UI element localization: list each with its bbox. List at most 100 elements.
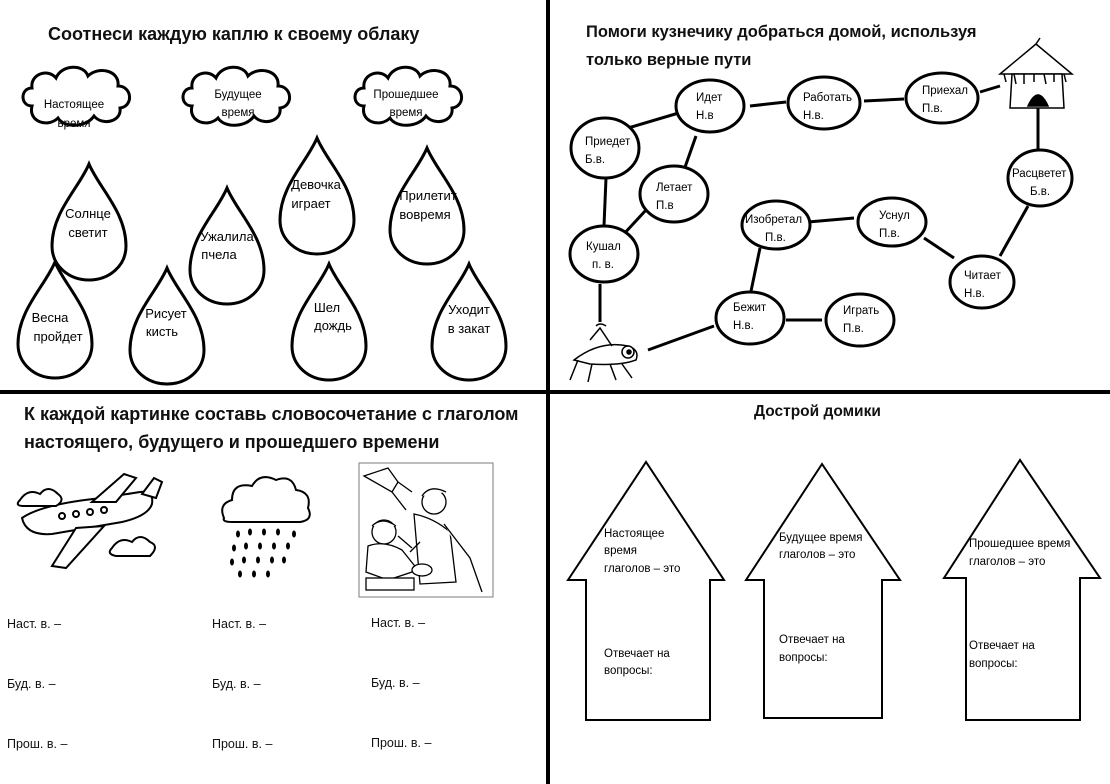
rain-cloud-picture <box>221 476 311 578</box>
node-label: П.в <box>656 200 674 212</box>
house-present[interactable] <box>566 460 726 721</box>
node-label: Б.в. <box>1030 186 1050 198</box>
node-label: Кушал <box>586 241 621 253</box>
drop-label: Уходит <box>448 302 490 317</box>
raindrops <box>230 528 296 578</box>
node-label: Б.в. <box>585 154 605 166</box>
title-line: Помоги кузнечику добраться домой, исполь… <box>586 23 977 41</box>
drop[interactable]: Солнце светит <box>50 162 128 282</box>
horizontal-divider <box>0 390 1110 394</box>
present-answer-label: Наст. в. – <box>212 617 267 631</box>
drop-label: играет <box>291 196 330 211</box>
path-node[interactable]: Играть П.в. <box>824 292 896 348</box>
houses-area: Настоящее время глаголов – это Отвечает … <box>566 458 1102 721</box>
node-label: п. в. <box>592 259 614 271</box>
path-node[interactable]: Кушал п. в. <box>568 224 640 284</box>
drop-label: Весна <box>32 310 70 325</box>
house-text: Будущее время <box>779 532 862 544</box>
drop-label: Шел <box>314 300 340 315</box>
node-label: Играть <box>843 305 879 317</box>
drop-label: Девочка <box>291 177 341 192</box>
section-title-clouds: Соотнеси каждую каплю к своему облаку <box>48 24 420 44</box>
node-label: Н.в. <box>964 288 985 300</box>
path-node[interactable]: Работать Н.в. <box>786 75 862 131</box>
cloud-present[interactable]: Настоящее время <box>21 65 132 130</box>
path-node[interactable]: Бежит Н.в. <box>714 290 786 346</box>
node-label: Н.в. <box>803 110 824 122</box>
house-past[interactable] <box>942 458 1102 721</box>
title-line: настоящего, будущего и прошедшего времен… <box>24 432 440 452</box>
title-line: К каждой картинке составь словосочетание… <box>24 404 519 424</box>
node-label: П.в. <box>879 228 900 240</box>
house-text: Отвечает на <box>969 640 1035 652</box>
drop-label: кисть <box>146 324 178 339</box>
path-node[interactable]: Изобретал П.в. <box>740 199 812 251</box>
node-label: П.в. <box>843 323 864 335</box>
path-node[interactable]: Идет Н.в <box>674 78 746 134</box>
drop[interactable]: Девочка играет <box>278 136 356 256</box>
house-text: вопросы: <box>604 665 653 677</box>
node-label: Идет <box>696 92 723 104</box>
cloud-label: время <box>389 107 422 119</box>
node-label: Бежит <box>733 302 767 314</box>
path-node[interactable]: Уснул П.в. <box>856 196 928 248</box>
node-label: Расцветет <box>1012 168 1067 180</box>
drop[interactable]: Рисует кисть <box>128 266 206 386</box>
node-label: Летает <box>656 182 693 194</box>
house-text: Прошедшее время <box>969 538 1070 550</box>
cloud-label: время <box>221 107 254 119</box>
house-text: время <box>604 545 637 557</box>
drop[interactable]: Шел дождь <box>290 262 368 382</box>
house-text: вопросы: <box>779 652 828 664</box>
past-answer-label: Прош. в. – <box>371 736 432 750</box>
drop[interactable]: Ужалила пчела <box>188 186 266 306</box>
drop-label: светит <box>68 225 107 240</box>
cloud-label: Прошедшее <box>373 89 438 101</box>
house-text: глаголов – это <box>969 556 1045 568</box>
drop[interactable]: Прилетит вовремя <box>388 146 466 266</box>
drop-label: пчела <box>201 247 237 262</box>
path-node[interactable]: Приехал П.в. <box>904 71 980 125</box>
house-text: глаголов – это <box>604 563 680 575</box>
section-title-houses: Дострой домики <box>754 403 881 420</box>
drop-label: Рисует <box>145 306 187 321</box>
house-text: Настоящее <box>604 528 664 540</box>
future-answer-label: Буд. в. – <box>7 677 56 691</box>
dentist-picture <box>358 462 494 598</box>
drop-label: вовремя <box>399 207 450 222</box>
node-label: П.в. <box>765 232 786 244</box>
path-node[interactable]: Приедет Б.в. <box>569 116 641 180</box>
present-answer-label: Наст. в. – <box>7 617 62 631</box>
path-node[interactable]: Летает П.в <box>638 164 710 224</box>
drop-label: Прилетит <box>399 188 456 203</box>
node-label: Приедет <box>585 136 631 148</box>
path-node[interactable]: Расцветет Б.в. <box>1006 148 1074 208</box>
future-answer-label: Буд. в. – <box>212 677 261 691</box>
node-label: Приехал <box>922 85 968 97</box>
node-label: Читает <box>964 270 1002 282</box>
path-node[interactable]: Читает Н.в. <box>948 254 1016 310</box>
cloud-future[interactable]: Будущее время <box>181 65 292 127</box>
cloud-label: Будущее <box>214 89 261 101</box>
drop[interactable]: Весна пройдет <box>16 260 94 380</box>
grasshopper-icon <box>569 323 638 383</box>
drop-label: Солнце <box>65 206 111 221</box>
node-label: П.в. <box>922 103 943 115</box>
drop[interactable]: Уходит в закат <box>430 262 508 382</box>
drop-label: пройдет <box>33 329 82 344</box>
cloud-label: время <box>57 118 90 130</box>
house-future[interactable] <box>744 462 902 719</box>
house-text: Отвечает на <box>779 634 845 646</box>
node-label: Работать <box>803 92 852 104</box>
clouds-drops-area: Настоящее время Будущее время Прошедшее … <box>16 65 508 386</box>
drop-label: в закат <box>448 321 491 336</box>
present-answer-label: Наст. в. – <box>371 616 426 630</box>
past-answer-label: Прош. в. – <box>212 737 273 751</box>
section-title-grasshopper: Помоги кузнечику добраться домой, исполь… <box>586 18 977 74</box>
future-answer-label: Буд. в. – <box>371 676 420 690</box>
node-label: Н.в. <box>733 320 754 332</box>
title-line: только верные пути <box>586 51 752 69</box>
cloud-past[interactable]: Прошедшее время <box>353 65 464 127</box>
path-maze: Приедет Б.в. Идет Н.в Работать Н.в. Прие… <box>568 37 1075 383</box>
drop-label: дождь <box>314 318 352 333</box>
